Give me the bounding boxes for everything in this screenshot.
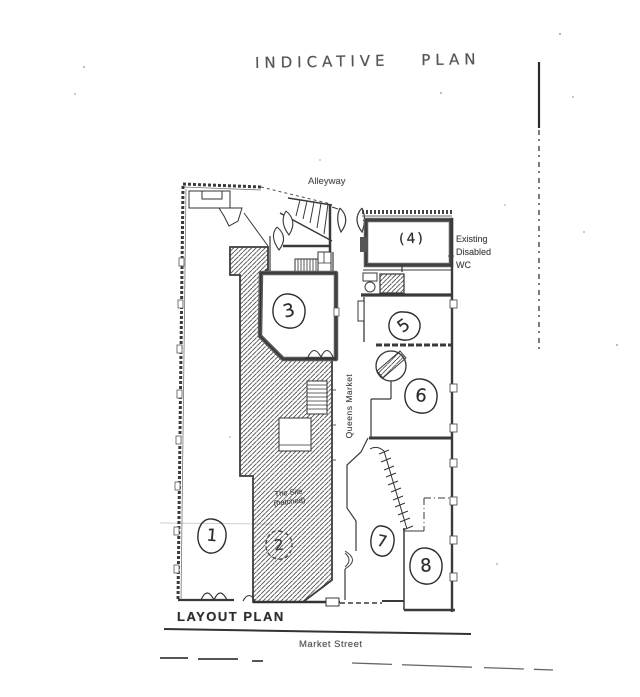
wc-hatch-block [379, 273, 405, 294]
room-7-walls [325, 437, 404, 607]
room-8-number: 8 [419, 555, 433, 577]
diagonal-staircase [369, 446, 414, 531]
wc-label-line1: Existing [456, 234, 488, 244]
room-4-number: (4) [398, 230, 426, 248]
left-hall-interior [188, 190, 243, 601]
layout-plan-caption: LAYOUT PLAN [177, 609, 285, 624]
room-2-circle [265, 530, 293, 560]
entrance-stair-grille [294, 251, 332, 276]
right-building [357, 210, 455, 612]
room-3-circle [272, 293, 306, 329]
queens-market-label: Queens Market [344, 373, 354, 439]
room-1-number: 1 [205, 525, 219, 547]
left-wall-window-ticks [173, 257, 185, 574]
wc-pan [364, 281, 376, 293]
room-8-dash-dot-walls [423, 497, 451, 531]
scan-artifacts [74, 32, 619, 565]
entrance-steps [295, 199, 329, 235]
room-5-circle [388, 311, 421, 341]
room-1-circle [197, 518, 227, 554]
hall-door-swings [272, 210, 294, 251]
hatched-site-area [229, 246, 340, 604]
hand-drawn-room-circles [197, 293, 443, 585]
room-8-circle [409, 547, 443, 585]
room-3-door-arcs [305, 349, 336, 359]
room-6-circle [404, 378, 438, 414]
gate-door-leaves [337, 207, 366, 234]
site-note-label: The Site (hatched) [272, 486, 305, 508]
wc-label-line3: WC [456, 260, 471, 270]
wc-label-line2: Disabled [456, 247, 492, 257]
market-street-label: Market Street [299, 639, 363, 650]
wc-cistern [362, 272, 378, 282]
room-6-number: 6 [414, 384, 428, 408]
room-2-number: 2 [273, 535, 285, 555]
site-staircase [306, 380, 328, 415]
existing-disabled-wc-label: Existing Disabled WC [456, 233, 491, 272]
room-7-circle [370, 525, 395, 557]
site-door-arc [242, 594, 256, 602]
spiral-stair-band [376, 350, 407, 379]
corridor-door-arcs [344, 550, 353, 570]
market-street-lines [160, 628, 554, 671]
void-room-in-site [278, 417, 312, 452]
room-3-outline [257, 270, 340, 362]
right-wall-window-ticks [449, 299, 458, 582]
alleyway-label: Alleyway [308, 176, 346, 187]
